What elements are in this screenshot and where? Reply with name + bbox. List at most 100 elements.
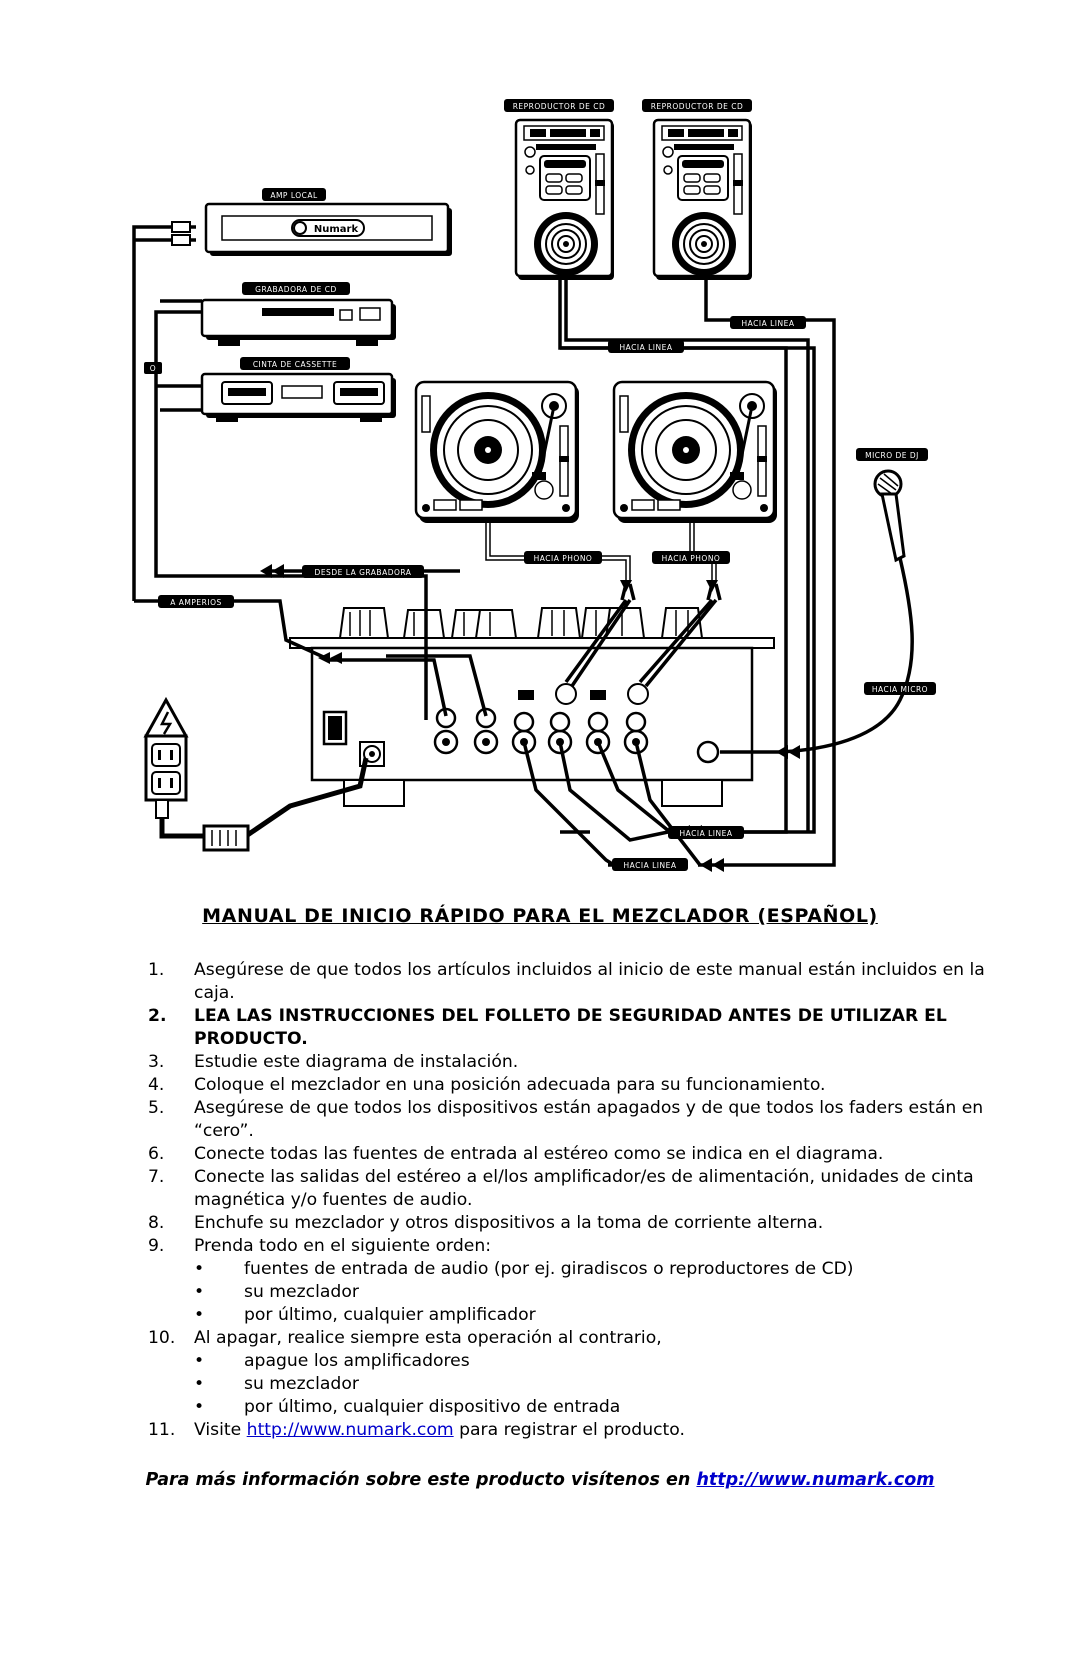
bullet-text: por último, cualquier dispositivo de ent… bbox=[244, 1397, 621, 1417]
local-amp: Numark bbox=[204, 202, 452, 256]
step-2: 2. LEA LAS INSTRUCCIONES DEL FOLLETO DE … bbox=[0, 1005, 994, 1051]
label-to-line-cd2: HACIA LINEA bbox=[730, 316, 806, 329]
turntable-right bbox=[612, 380, 779, 525]
svg-text:DESDE LA GRABADORA: DESDE LA GRABADORA bbox=[315, 568, 412, 577]
step-text: Prenda todo en el siguiente orden: bbox=[194, 1236, 492, 1256]
footer-link[interactable]: http://www.numark.com bbox=[696, 1470, 935, 1490]
cassette-deck bbox=[200, 372, 396, 422]
step-text: Asegúrese de que todos los dispositivos … bbox=[194, 1098, 984, 1141]
footer-text: Para más información sobre este producto… bbox=[145, 1470, 697, 1490]
step-number: 7. bbox=[148, 1167, 165, 1187]
svg-text:HACIA PHONO: HACIA PHONO bbox=[662, 554, 721, 563]
step-text: Estudie este diagrama de instalación. bbox=[194, 1052, 519, 1072]
wall-outlet bbox=[143, 696, 250, 852]
label-amp-local: AMP LOCAL bbox=[262, 188, 326, 201]
bullet-text: su mezclador bbox=[244, 1282, 359, 1302]
power-on-item: • por último, cualquier amplificador bbox=[0, 1304, 1080, 1327]
cd-player-left bbox=[514, 118, 616, 282]
bullet-text: su mezclador bbox=[244, 1374, 359, 1394]
manual-title: MANUAL DE INICIO RÁPIDO PARA EL MEZCLADO… bbox=[202, 905, 878, 927]
turntable-left bbox=[414, 380, 581, 525]
bullet-glyph: • bbox=[194, 1374, 205, 1394]
bullet-glyph: • bbox=[194, 1282, 205, 1302]
bullet-glyph: • bbox=[194, 1305, 205, 1325]
label-to-line-bottom-2: HACIA LINEA bbox=[612, 858, 688, 871]
amp-brand: Numark bbox=[314, 224, 359, 235]
step-11: 11. Visite http://www.numark.com para re… bbox=[0, 1419, 994, 1442]
bullet-glyph: • bbox=[194, 1259, 205, 1279]
step-text: Asegúrese de que todos los artículos inc… bbox=[194, 960, 985, 1003]
step-text: Al apagar, realice siempre esta operació… bbox=[194, 1328, 662, 1348]
svg-text:O: O bbox=[150, 364, 156, 373]
label-to-mic: HACIA MICRO bbox=[864, 682, 936, 695]
svg-text:HACIA LINEA: HACIA LINEA bbox=[624, 861, 677, 870]
step-number: 1. bbox=[148, 960, 165, 980]
step-number: 4. bbox=[148, 1075, 165, 1095]
svg-text:MICRO DE DJ: MICRO DE DJ bbox=[865, 451, 919, 460]
step-text: Coloque el mezclador en una posición ade… bbox=[194, 1075, 826, 1095]
svg-text:AMP LOCAL: AMP LOCAL bbox=[270, 191, 318, 200]
bullet-text: fuentes de entrada de audio (por ej. gir… bbox=[244, 1259, 854, 1279]
bullet-text: por último, cualquier amplificador bbox=[244, 1305, 536, 1325]
numark-link[interactable]: http://www.numark.com bbox=[246, 1420, 454, 1440]
step-4: 4. Coloque el mezclador en una posición … bbox=[0, 1074, 994, 1097]
step-8: 8. Enchufe su mezclador y otros disposit… bbox=[0, 1212, 994, 1235]
svg-text:HACIA LINEA: HACIA LINEA bbox=[742, 319, 795, 328]
svg-text:HACIA MICRO: HACIA MICRO bbox=[872, 685, 928, 694]
step-prefix: Visite bbox=[194, 1420, 247, 1440]
cd-recorder bbox=[200, 298, 396, 346]
step-number: 6. bbox=[148, 1144, 165, 1164]
step-suffix: para registrar el producto. bbox=[453, 1420, 685, 1440]
label-to-line-cd1: HACIA LINEA bbox=[608, 340, 684, 353]
label-to-phono-2: HACIA PHONO bbox=[652, 551, 730, 564]
label-to-line-bottom-1: HACIA LINEA bbox=[668, 826, 744, 839]
svg-text:HACIA LINEA: HACIA LINEA bbox=[680, 829, 733, 838]
hookup-diagram: Numark bbox=[132, 99, 936, 872]
step-text: LEA LAS INSTRUCCIONES DEL FOLLETO DE SEG… bbox=[194, 1006, 947, 1049]
power-off-item: • por último, cualquier dispositivo de e… bbox=[0, 1396, 1080, 1419]
power-on-item: • su mezclador bbox=[0, 1281, 1080, 1304]
step-number: 3. bbox=[148, 1052, 165, 1072]
label-or-marker: O bbox=[144, 362, 162, 374]
step-7: 7. Conecte las salidas del estéreo a el/… bbox=[0, 1166, 994, 1212]
label-cd-player-2: REPRODUCTOR DE CD bbox=[642, 99, 752, 112]
step-6: 6. Conecte todas las fuentes de entrada … bbox=[0, 1143, 994, 1166]
label-from-recorder: DESDE LA GRABADORA bbox=[302, 565, 424, 578]
step-text: Conecte todas las fuentes de entrada al … bbox=[194, 1144, 884, 1164]
step-number: 9. bbox=[148, 1236, 165, 1256]
bullet-text: apague los amplificadores bbox=[244, 1351, 470, 1371]
step-number: 8. bbox=[148, 1213, 165, 1233]
svg-text:GRABADORA DE CD: GRABADORA DE CD bbox=[255, 285, 337, 294]
step-1: 1. Asegúrese de que todos los artículos … bbox=[0, 959, 994, 1005]
step-3: 3. Estudie este diagrama de instalación. bbox=[0, 1051, 994, 1074]
bullet-glyph: • bbox=[194, 1351, 205, 1371]
power-on-item: • fuentes de entrada de audio (por ej. g… bbox=[0, 1258, 1080, 1281]
step-9: 9. Prenda todo en el siguiente orden: bbox=[0, 1235, 994, 1258]
step-number: 5. bbox=[148, 1098, 165, 1118]
dj-microphone bbox=[779, 469, 914, 754]
mixer bbox=[289, 607, 775, 807]
svg-text:HACIA LINEA: HACIA LINEA bbox=[620, 343, 673, 352]
cd-player-right bbox=[652, 118, 754, 282]
step-text: Enchufe su mezclador y otros dispositivo… bbox=[194, 1213, 824, 1233]
svg-text:A AMPERIOS: A AMPERIOS bbox=[170, 598, 221, 607]
steps-list: 1. Asegúrese de que todos los artículos … bbox=[0, 959, 1080, 1442]
rca-plugs bbox=[171, 221, 191, 246]
svg-text:HACIA PHONO: HACIA PHONO bbox=[534, 554, 593, 563]
step-number: 2. bbox=[148, 1006, 167, 1026]
power-off-item: • apague los amplificadores bbox=[0, 1350, 1080, 1373]
step-text: Conecte las salidas del estéreo a el/los… bbox=[194, 1167, 974, 1210]
svg-text:CINTA DE CASSETTE: CINTA DE CASSETTE bbox=[253, 360, 337, 369]
label-cd-player-1: REPRODUCTOR DE CD bbox=[504, 99, 614, 112]
step-10: 10. Al apagar, realice siempre esta oper… bbox=[0, 1327, 994, 1350]
svg-text:REPRODUCTOR DE CD: REPRODUCTOR DE CD bbox=[651, 102, 744, 111]
label-to-amps: A AMPERIOS bbox=[158, 595, 234, 608]
label-dj-mic: MICRO DE DJ bbox=[856, 448, 928, 461]
label-cassette: CINTA DE CASSETTE bbox=[240, 357, 350, 370]
label-cd-recorder: GRABADORA DE CD bbox=[242, 282, 350, 295]
bullet-glyph: • bbox=[194, 1397, 205, 1417]
footer-note: Para más información sobre este producto… bbox=[0, 1470, 1080, 1490]
step-number: 11. bbox=[148, 1420, 176, 1440]
step-5: 5. Asegúrese de que todos los dispositiv… bbox=[0, 1097, 994, 1143]
power-off-item: • su mezclador bbox=[0, 1373, 1080, 1396]
